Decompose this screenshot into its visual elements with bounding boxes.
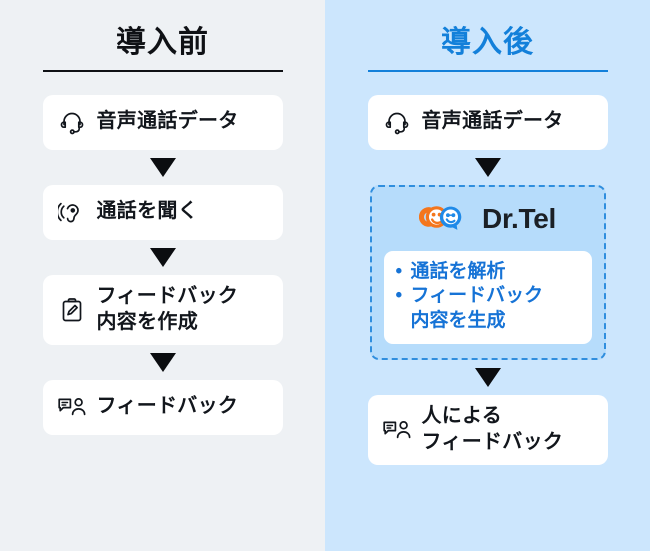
feedback-person-icon [57,392,87,422]
headset-icon [57,107,87,137]
step-label: フィードバック [96,395,239,418]
product-capabilities-card: 通話を解析 フィードバック 内容を生成 [383,250,592,344]
column-after-underline [367,69,608,72]
feedback-person-icon [382,415,412,445]
list-item: 通話を解析 [396,260,580,285]
drtel-logo-icon [418,199,473,240]
step-card-create-feedback-content: フィードバック 内容を作成 [42,274,283,345]
column-after-title: 導入後 [441,26,534,59]
product-brand-name: Dr.Tel [482,203,556,234]
arrow-down-icon [149,157,176,177]
flow-before: 音声通話データ 通話を聞く [0,94,325,435]
step-card-human-feedback: 人による フィードバック [367,394,608,465]
product-capabilities-list: 通話を解析 フィードバック 内容を生成 [396,260,580,334]
step-label: 通話を聞く [96,200,198,223]
headset-icon [382,107,412,137]
step-label: 人による フィードバック [421,404,564,453]
column-after: 導入後 音声通話データ [325,0,650,551]
step-card-listen-to-call: 通話を聞く [42,184,283,240]
step-label: 音声通話データ [421,110,564,133]
list-item: フィードバック 内容を生成 [396,284,580,333]
step-card-voice-call-data: 音声通話データ [367,94,608,150]
column-before-underline [42,69,283,72]
column-before-title: 導入前 [116,26,209,59]
step-label: フィードバック 内容を作成 [96,284,239,333]
clipboard-pen-icon [57,295,87,325]
arrow-down-icon [474,157,501,177]
arrow-down-icon [149,247,176,267]
step-card-voice-call-data: 音声通話データ [42,94,283,150]
step-card-feedback: フィードバック [42,379,283,435]
arrow-down-icon [474,367,501,387]
flow-after: 音声通話データ [325,94,650,465]
column-before: 導入前 音声通話データ [0,26,325,435]
ear-listen-icon [57,197,87,227]
step-label: 音声通話データ [96,110,239,133]
product-brand: Dr.Tel [418,199,556,240]
arrow-down-icon [149,352,176,372]
product-drtel-box: Dr.Tel 通話を解析 フィードバック 内容を生成 [369,184,606,360]
